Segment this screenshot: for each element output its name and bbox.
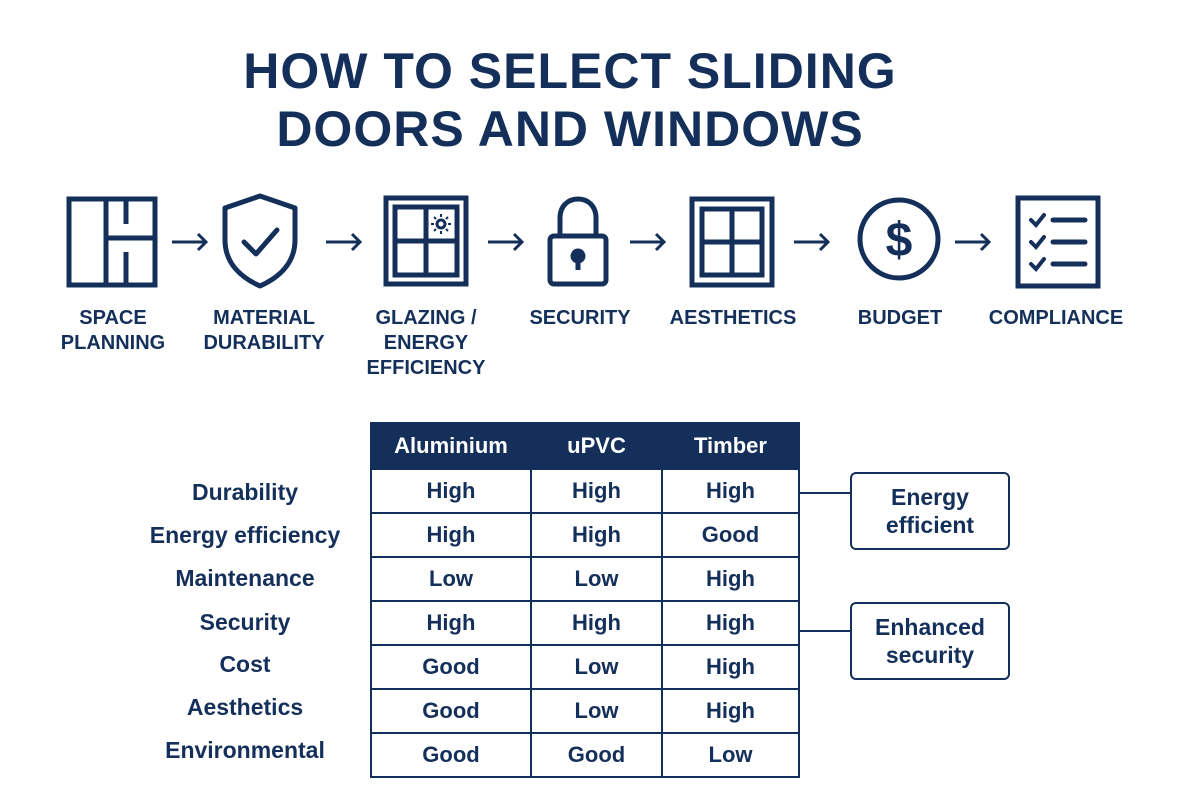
callout-connector — [798, 492, 850, 494]
window-icon — [689, 196, 775, 288]
table-cell: Good — [370, 644, 532, 690]
table-row: Good Low High — [370, 688, 800, 734]
table-cell: Good — [530, 732, 663, 778]
padlock-icon — [546, 194, 610, 288]
table-cell: High — [661, 688, 800, 734]
row-label: Energy efficiency — [149, 522, 341, 548]
table-cell: High — [661, 556, 800, 602]
row-label: Maintenance — [175, 565, 315, 591]
table-cell: Good — [661, 512, 800, 558]
floor-plan-icon — [66, 196, 158, 288]
table-row: High High Good — [370, 512, 800, 558]
sun-window-icon — [383, 195, 469, 287]
table-row: Good Good Low — [370, 732, 800, 778]
checklist-icon — [1015, 195, 1101, 289]
table-cell: High — [661, 600, 800, 646]
dollar-icon: $ — [856, 196, 942, 282]
comparison-table: Aluminium uPVC Timber High High High Hig… — [370, 422, 800, 778]
table-cell: Good — [370, 732, 532, 778]
step-label-material-durability: MATERIAL DURABILITY — [203, 307, 325, 354]
arrow-right-icon — [955, 232, 992, 252]
row-label: Aesthetics — [186, 694, 304, 720]
arrow-right-icon — [488, 232, 525, 252]
column-header: Timber — [661, 422, 800, 470]
step-label-aesthetics: AESTHETICS — [669, 307, 797, 329]
step-label-space-planning: SPACE PLANNING — [60, 307, 166, 354]
step-label-compliance: COMPLIANCE — [988, 307, 1124, 329]
row-label: Security — [199, 609, 291, 635]
callout-energy-efficient: Energy efficient — [850, 472, 1010, 550]
table-row: Good Low High — [370, 644, 800, 690]
table-cell: High — [370, 512, 532, 558]
table-cell: Low — [530, 688, 663, 734]
table-row: Low Low High — [370, 556, 800, 602]
table-cell: High — [530, 512, 663, 558]
table-cell: High — [661, 644, 800, 690]
row-label: Cost — [219, 651, 271, 677]
table-cell: Good — [370, 688, 532, 734]
table-cell: Low — [530, 644, 663, 690]
page-title: HOW TO SELECT SLIDING DOORS AND WINDOWS — [243, 43, 897, 157]
arrow-right-icon — [630, 232, 667, 252]
arrow-right-icon — [794, 232, 831, 252]
table-cell: High — [530, 600, 663, 646]
table-cell: High — [530, 468, 663, 514]
column-header: Aluminium — [370, 422, 532, 470]
table-cell: High — [370, 600, 532, 646]
table-header-row: Aluminium uPVC Timber — [370, 422, 800, 470]
table-row: High High High — [370, 600, 800, 646]
callout-connector — [798, 630, 850, 632]
callout-enhanced-security: Enhanced security — [850, 602, 1010, 680]
table-cell: High — [370, 468, 532, 514]
table-cell: Low — [661, 732, 800, 778]
shield-check-icon — [220, 192, 300, 290]
table-row: High High High — [370, 468, 800, 514]
table-cell: Low — [530, 556, 663, 602]
arrow-right-icon — [172, 232, 209, 252]
column-header: uPVC — [530, 422, 663, 470]
svg-text:$: $ — [886, 214, 913, 267]
arrow-right-icon — [326, 232, 363, 252]
row-label: Environmental — [165, 737, 325, 763]
table-cell: Low — [370, 556, 532, 602]
row-label: Durability — [191, 479, 299, 505]
step-label-budget: BUDGET — [857, 307, 943, 329]
step-label-security: SECURITY — [529, 307, 631, 329]
step-label-glazing: GLAZING / ENERGY EFFICIENCY — [366, 307, 486, 379]
table-cell: High — [661, 468, 800, 514]
